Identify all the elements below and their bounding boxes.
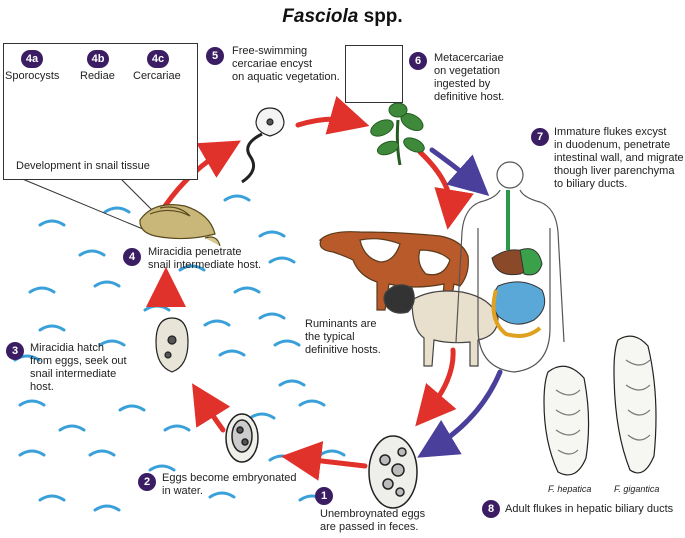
- ruminants-line: Ruminants are: [305, 318, 377, 330]
- stage-label-cercariae: Cercariae: [133, 70, 181, 82]
- title-suffix: spp.: [358, 6, 403, 27]
- badge-step-7: 7: [531, 128, 549, 146]
- badge-step-5: 5: [206, 47, 224, 65]
- step-5-line: cercariae encyst: [232, 58, 313, 70]
- badge-step-6: 6: [409, 52, 427, 70]
- step-6-line: Metacercariae: [434, 52, 504, 64]
- water-waves: [13, 194, 346, 512]
- blue-arrows: [417, 147, 503, 458]
- step-7-line: to biliary ducts.: [554, 178, 628, 190]
- cow-drawing: [318, 231, 469, 311]
- step-3-line: snail intermediate: [30, 368, 117, 380]
- ruminants-line: the typical: [305, 331, 355, 343]
- step-7-text: Immature flukes excyst in duodenum, pene…: [554, 126, 684, 191]
- step-3-line: host.: [30, 381, 54, 393]
- inset-caption: Development in snail tissue: [16, 160, 150, 172]
- step-1-text: Unembroynated eggs are passed in feces.: [320, 508, 425, 534]
- unembryonated-egg-drawing: [368, 435, 418, 509]
- stage-label-sporocysts: Sporocysts: [5, 70, 60, 82]
- step-6-line: ingested by: [434, 78, 491, 90]
- badge-4b: 4b: [87, 50, 109, 68]
- step-4-text: Miracidia penetrate snail intermediate h…: [148, 246, 261, 272]
- human-body-drawing: [455, 161, 565, 373]
- page-title: Fasciola spp.: [0, 6, 685, 28]
- step-8-text: Adult flukes in hepatic biliary ducts: [505, 503, 674, 515]
- step-6-line: on vegetation: [434, 65, 501, 77]
- step-3-line: Miracidia hatch: [30, 342, 104, 354]
- sheep-drawing: [383, 284, 499, 367]
- species-label-hepatica: F. hepatica: [548, 484, 592, 494]
- title-genus: Fasciola: [282, 6, 359, 27]
- badge-step-2: 2: [138, 473, 156, 491]
- step-1-line: are passed in feces.: [320, 521, 419, 533]
- adult-fluke-hepatica-drawing: [543, 365, 590, 476]
- adult-fluke-gigantica-drawing: [613, 335, 657, 474]
- ruminants-line: definitive hosts.: [305, 344, 381, 356]
- snail-drawing: [139, 204, 221, 247]
- step-4-line: snail intermediate host.: [148, 259, 262, 271]
- step-6-line: definitive host.: [434, 91, 505, 103]
- stage-label-rediae: Rediae: [80, 70, 115, 82]
- miracidium-drawing: [155, 317, 189, 373]
- free-cercaria-drawing: [241, 107, 285, 184]
- step-5-line: on aquatic vegetation.: [232, 71, 340, 83]
- badge-4a: 4a: [21, 50, 43, 68]
- badge-step-3: 3: [6, 342, 24, 360]
- digestive-system-drawing: [491, 190, 546, 338]
- step-5-line: Free-swimming: [232, 45, 308, 57]
- badge-step-8: 8: [482, 500, 500, 518]
- aquatic-vegetation-drawing: [370, 102, 425, 166]
- step-7-line: intestinal wall, and migrate: [554, 152, 684, 164]
- metacercaria-inset: [345, 45, 403, 103]
- badge-step-1: 1: [315, 487, 333, 505]
- badge-step-4: 4: [123, 248, 141, 266]
- species-label-gigantica: F. gigantica: [614, 484, 660, 494]
- step-2-line: Eggs become embryonated: [162, 472, 297, 484]
- step-5-text: Free-swimming cercariae encyst on aquati…: [232, 45, 340, 84]
- step-7-line: though liver parenchyma: [554, 165, 675, 177]
- step-1-line: Unembroynated eggs: [320, 508, 426, 520]
- embryonated-egg-drawing: [225, 413, 259, 463]
- step-6-text: Metacercariae on vegetation ingested by …: [434, 52, 504, 104]
- step-4-line: Miracidia penetrate: [148, 246, 242, 258]
- step-3-line: from eggs, seek out: [30, 355, 127, 367]
- step-2-line: in water.: [162, 485, 203, 497]
- ruminants-text: Ruminants are the typical definitive hos…: [305, 318, 381, 357]
- badge-4c: 4c: [147, 50, 169, 68]
- step-7-line: in duodenum, penetrate: [554, 139, 671, 151]
- step-2-text: Eggs become embryonated in water.: [162, 472, 297, 498]
- step-3-text: Miracidia hatch from eggs, seek out snai…: [30, 342, 127, 394]
- step-7-line: Immature flukes excyst: [554, 126, 667, 138]
